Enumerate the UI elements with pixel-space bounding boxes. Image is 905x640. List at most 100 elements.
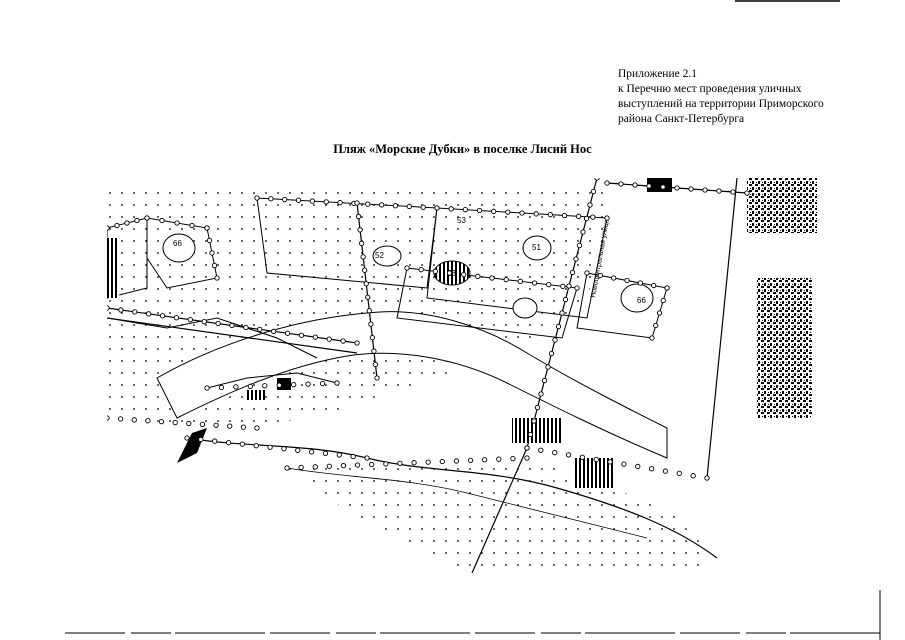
boundary-node-icon	[295, 197, 302, 203]
boundary-node-icon	[590, 214, 596, 220]
boundary-node-icon	[547, 212, 553, 218]
built-area	[512, 418, 562, 443]
boundary-node-icon	[365, 294, 371, 300]
boundary-node-icon	[607, 459, 613, 465]
boundary-node-icon	[187, 317, 193, 323]
boundary-node-icon	[503, 277, 509, 283]
boundary-node-icon	[635, 463, 641, 470]
boundary-node-icon	[538, 447, 544, 453]
boundary-node-icon	[206, 237, 213, 244]
boundary-node-icon	[298, 464, 304, 471]
appendix-line: выступлений на территории Приморского	[618, 98, 824, 110]
boundary-node-icon	[378, 202, 385, 208]
boundary-node-icon	[247, 383, 253, 389]
boundary-node-icon	[257, 326, 263, 333]
boundary-node-icon	[534, 404, 541, 411]
boundary-node-icon	[159, 313, 166, 319]
boundary-node-icon	[358, 240, 365, 247]
boundary-node-icon	[174, 220, 180, 226]
boundary-node-icon	[312, 464, 318, 470]
boundary-node-icon	[186, 420, 192, 427]
built-area	[757, 278, 812, 418]
boundary-node-icon	[308, 449, 315, 455]
boundary-node-icon	[212, 438, 218, 444]
boundary-node-icon	[664, 285, 670, 291]
boundary-node-icon	[660, 184, 666, 190]
spit	[177, 428, 207, 463]
boundary-node-icon	[432, 268, 438, 274]
boundary-node-icon	[354, 200, 360, 206]
appendix-header: Приложение 2.1 к Перечню мест проведения…	[618, 67, 888, 127]
boundary-node-icon	[326, 463, 333, 469]
boundary-node-icon	[545, 364, 551, 370]
boundary-node-icon	[243, 324, 249, 331]
boundary-node-icon	[481, 457, 488, 463]
boundary-node-icon	[276, 382, 282, 388]
boundary-node-icon	[355, 213, 362, 220]
boundary-node-icon	[364, 455, 370, 461]
boundary-node-icon	[702, 187, 708, 193]
boundary-node-icon	[214, 275, 220, 281]
boundary-node-icon	[531, 280, 538, 286]
boundary-node-icon	[569, 269, 576, 276]
boundary-node-icon	[579, 454, 586, 460]
boundary-node-icon	[268, 196, 274, 202]
boundary-node-icon	[593, 456, 599, 463]
boundary-node-icon	[383, 461, 389, 467]
boundary-node-icon	[651, 282, 657, 289]
boundary-node-icon	[159, 217, 165, 224]
boundary-node-icon	[158, 418, 165, 425]
boundary-node-icon	[284, 330, 291, 336]
boundary-node-icon	[411, 460, 417, 466]
appendix-line: Приложение 2.1	[618, 68, 697, 80]
boundary-node-icon	[374, 375, 380, 381]
boundary-node-icon	[576, 213, 582, 219]
boundary-node-icon	[225, 439, 232, 446]
boundary-node-icon	[211, 262, 218, 269]
boundary-node-icon	[199, 421, 206, 428]
boundary-node-icon	[271, 328, 277, 334]
boundary-node-icon	[561, 212, 568, 219]
boundary-node-icon	[574, 285, 580, 291]
boundary-node-icon	[406, 203, 412, 210]
coastline	[286, 467, 648, 539]
boundary-node-icon	[204, 385, 210, 391]
boundary-node-icon	[546, 282, 552, 288]
boundary-node-icon	[118, 307, 124, 313]
boundary-node-icon	[730, 189, 736, 195]
boundary-node-icon	[336, 452, 342, 458]
boundary-node-icon	[621, 461, 627, 467]
boundary-node-icon	[144, 215, 150, 221]
boundary-node-icon	[218, 384, 225, 391]
plot-label: 51	[532, 243, 541, 252]
boundary-node-icon	[491, 208, 497, 214]
boundary-node-icon	[107, 305, 110, 311]
boundary-node-icon	[172, 419, 178, 426]
boundary-node-icon	[562, 296, 569, 303]
boundary-node-icon	[309, 198, 316, 204]
boundary-node-icon	[496, 456, 502, 462]
boundary-node-icon	[559, 310, 565, 316]
boundary-node-icon	[322, 450, 329, 457]
plot-label: 52	[375, 251, 384, 260]
boundary-node-icon	[590, 188, 597, 195]
boundary-node-icon	[646, 183, 652, 189]
boundary-node-icon	[425, 459, 431, 465]
boundary-node-icon	[281, 446, 287, 452]
boundary-node-icon	[350, 453, 356, 460]
boundary-node-icon	[189, 222, 195, 229]
boundary-node-icon	[392, 203, 399, 209]
boundary-node-icon	[291, 382, 297, 388]
boundary-node-icon	[604, 180, 610, 186]
boundary-node-icon	[632, 182, 638, 188]
coastline	[186, 437, 718, 559]
boundary-node-icon	[453, 458, 460, 464]
boundary-node-icon	[576, 242, 583, 249]
boundary-node-icon	[704, 475, 710, 481]
boundary-node-icon	[145, 418, 151, 424]
boundary-node-icon	[239, 441, 246, 447]
boundary-node-icon	[227, 423, 233, 429]
boundary-node-icon	[198, 436, 204, 443]
boundary-node-icon	[434, 205, 440, 211]
boundary-node-icon	[254, 425, 260, 431]
